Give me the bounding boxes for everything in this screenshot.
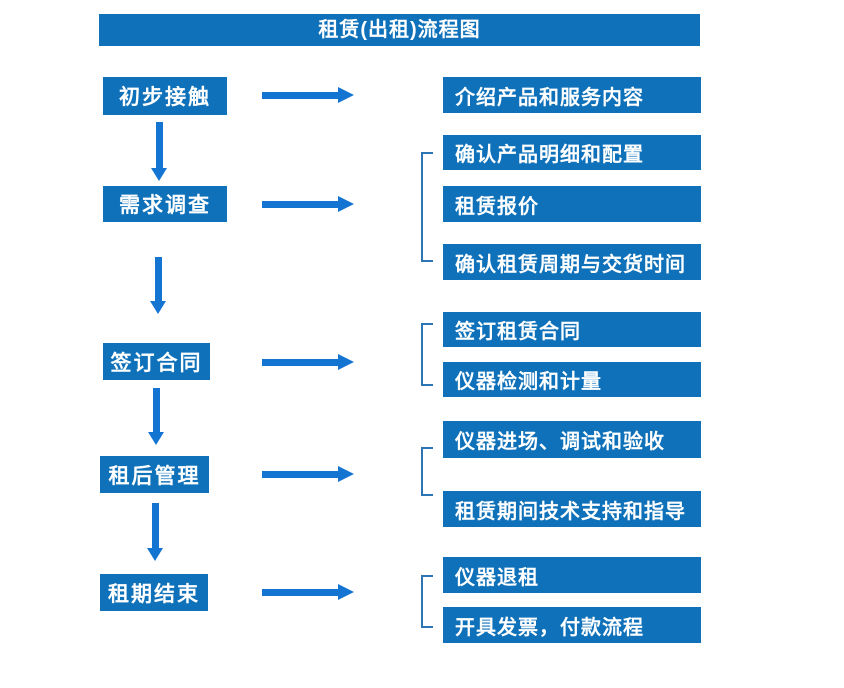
step-demand-survey: 需求调查 [103,186,227,222]
detail-invoice-payment-process: 开具发票，付款流程 [443,607,701,643]
step-sign-contract: 签订合同 [103,343,210,380]
group-bracket [421,575,433,628]
down-arrow-head [151,168,167,181]
right-arrow-shaft [262,201,339,208]
right-arrow-head [338,354,354,370]
right-arrow-head [338,196,354,212]
down-arrow-shaft [155,257,162,302]
detail-instrument-entry-debug-acceptance: 仪器进场、调试和验收 [443,421,701,458]
right-arrow-shaft [262,359,339,366]
right-arrow-icon [262,87,354,104]
down-arrow-shaft [152,503,159,549]
step-lease-end: 租期结束 [100,574,208,611]
detail-confirm-product-config: 确认产品明细和配置 [443,135,701,170]
right-arrow-head [338,466,354,482]
group-bracket [421,152,433,262]
down-arrow-head [147,548,163,561]
down-arrow-icon [151,122,168,181]
down-arrow-icon [147,503,164,561]
down-arrow-shaft [153,388,160,433]
right-arrow-head [338,584,354,600]
right-arrow-icon [262,354,354,371]
down-arrow-shaft [156,122,163,169]
detail-intro-products-services: 介绍产品和服务内容 [443,77,701,113]
right-arrow-icon [262,196,354,213]
detail-instrument-return: 仪器退租 [443,557,701,593]
detail-instrument-testing-metering: 仪器检测和计量 [443,362,701,397]
right-arrow-icon [262,466,354,483]
down-arrow-head [148,432,164,445]
detail-sign-lease-contract: 签订租赁合同 [443,312,701,347]
down-arrow-icon [150,257,167,314]
detail-confirm-lease-period-delivery: 确认租赁周期与交货时间 [443,244,701,280]
right-arrow-shaft [262,471,339,478]
down-arrow-head [150,301,166,314]
group-bracket [421,447,433,496]
step-post-rental-management: 租后管理 [100,456,209,493]
detail-tech-support-guidance: 租赁期间技术支持和指导 [443,491,701,527]
step-initial-contact: 初步接触 [103,77,227,115]
right-arrow-icon [262,584,354,601]
down-arrow-icon [148,388,165,445]
flowchart-title: 租赁(出租)流程图 [99,14,700,46]
right-arrow-shaft [262,589,339,596]
detail-rental-quote: 租赁报价 [443,186,701,222]
right-arrow-shaft [262,92,339,99]
group-bracket [421,323,433,386]
right-arrow-head [338,87,354,103]
